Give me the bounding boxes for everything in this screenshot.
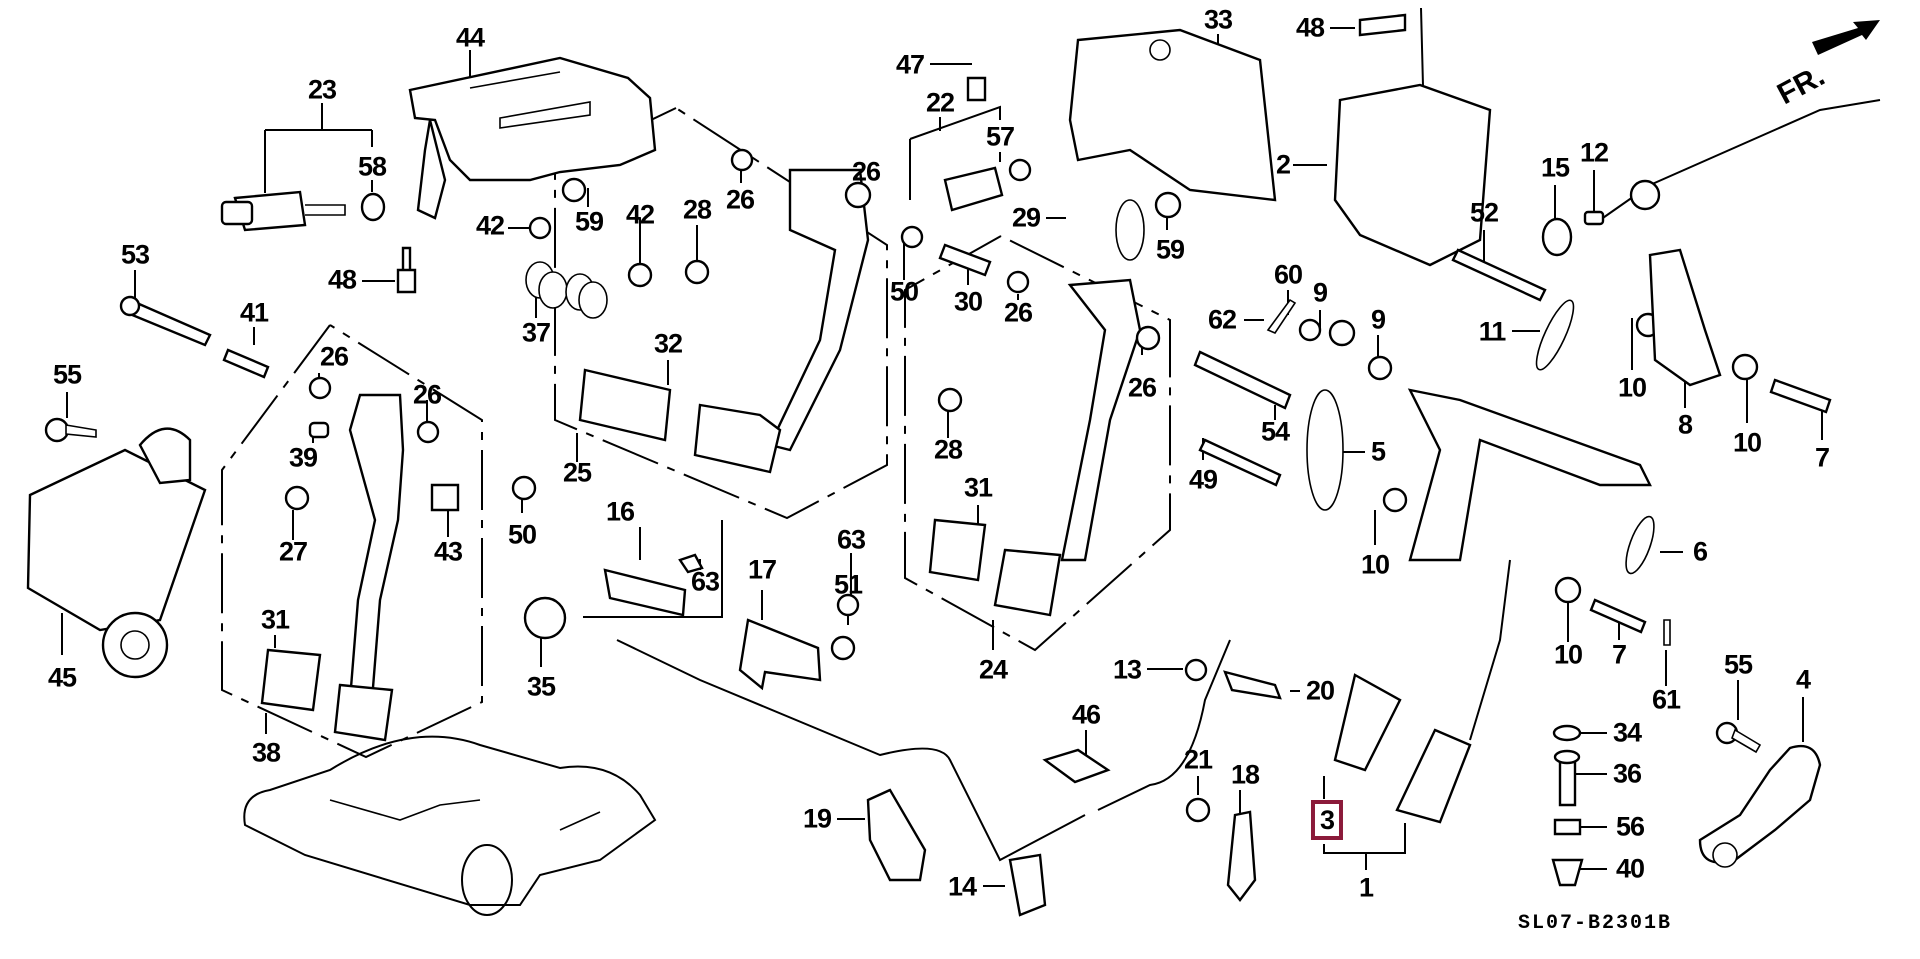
callout-11[interactable]: 11 bbox=[1478, 316, 1507, 347]
callout-33[interactable]: 33 bbox=[1203, 4, 1233, 35]
callout-10[interactable]: 10 bbox=[1732, 427, 1762, 458]
callout-45[interactable]: 45 bbox=[47, 662, 77, 693]
callout-32[interactable]: 32 bbox=[653, 328, 683, 359]
part-25-pedal bbox=[768, 168, 870, 452]
callout-50[interactable]: 50 bbox=[507, 519, 537, 550]
callout-16[interactable]: 16 bbox=[605, 496, 635, 527]
callout-10[interactable]: 10 bbox=[1553, 639, 1583, 670]
callout-3-highlighted[interactable]: 3 bbox=[1310, 800, 1344, 840]
callout-53[interactable]: 53 bbox=[120, 239, 150, 270]
callout-40[interactable]: 40 bbox=[1615, 853, 1645, 884]
callout-49[interactable]: 49 bbox=[1188, 464, 1218, 495]
callout-26[interactable]: 26 bbox=[1127, 372, 1157, 403]
part-drawings bbox=[26, 13, 1881, 917]
part-1-throttle-arm bbox=[1407, 388, 1652, 562]
callout-26[interactable]: 26 bbox=[412, 379, 442, 410]
part-2-bracket bbox=[1333, 83, 1492, 267]
callout-22[interactable]: 22 bbox=[925, 87, 955, 118]
callout-48[interactable]: 48 bbox=[327, 264, 357, 295]
callout-8[interactable]: 8 bbox=[1677, 409, 1693, 440]
callout-25[interactable]: 25 bbox=[562, 457, 592, 488]
callout-27[interactable]: 27 bbox=[278, 536, 308, 567]
part-24-pedal bbox=[1060, 278, 1142, 562]
callout-7[interactable]: 7 bbox=[1611, 639, 1627, 670]
callout-28[interactable]: 28 bbox=[682, 194, 712, 225]
callout-43[interactable]: 43 bbox=[433, 536, 463, 567]
callout-50[interactable]: 50 bbox=[889, 276, 919, 307]
callout-30[interactable]: 30 bbox=[953, 286, 983, 317]
front-direction-arrow-icon bbox=[1812, 20, 1880, 55]
callout-46[interactable]: 46 bbox=[1071, 699, 1101, 730]
callout-29[interactable]: 29 bbox=[1011, 202, 1041, 233]
callout-36[interactable]: 36 bbox=[1612, 758, 1642, 789]
callout-7[interactable]: 7 bbox=[1814, 442, 1830, 473]
callout-26[interactable]: 26 bbox=[1003, 297, 1033, 328]
callout-59[interactable]: 59 bbox=[574, 206, 604, 237]
callout-58[interactable]: 58 bbox=[357, 151, 387, 182]
callout-10[interactable]: 10 bbox=[1617, 372, 1647, 403]
callout-28[interactable]: 28 bbox=[933, 434, 963, 465]
callout-21[interactable]: 21 bbox=[1183, 744, 1213, 775]
callout-51[interactable]: 51 bbox=[833, 569, 863, 600]
callout-15[interactable]: 15 bbox=[1540, 152, 1570, 183]
callout-10[interactable]: 10 bbox=[1360, 549, 1390, 580]
callout-57[interactable]: 57 bbox=[985, 121, 1015, 152]
callout-19[interactable]: 19 bbox=[802, 803, 832, 834]
vehicle-outline bbox=[243, 735, 657, 906]
callout-31[interactable]: 31 bbox=[260, 604, 290, 635]
part-33-bracket bbox=[1068, 28, 1277, 202]
callout-52[interactable]: 52 bbox=[1469, 197, 1499, 228]
callout-2[interactable]: 2 bbox=[1275, 149, 1291, 180]
callout-55[interactable]: 55 bbox=[1723, 649, 1753, 680]
callout-9[interactable]: 9 bbox=[1312, 277, 1328, 308]
callout-1[interactable]: 1 bbox=[1358, 872, 1374, 903]
callout-13[interactable]: 13 bbox=[1112, 654, 1142, 685]
callout-9[interactable]: 9 bbox=[1370, 304, 1386, 335]
callout-26[interactable]: 26 bbox=[725, 184, 755, 215]
callout-34[interactable]: 34 bbox=[1612, 717, 1642, 748]
diagram-code: SL07-B2301B bbox=[1518, 912, 1673, 935]
callout-17[interactable]: 17 bbox=[747, 554, 777, 585]
callout-26[interactable]: 26 bbox=[319, 341, 349, 372]
callout-42[interactable]: 42 bbox=[625, 199, 655, 230]
callout-60[interactable]: 60 bbox=[1273, 259, 1303, 290]
callout-62[interactable]: 62 bbox=[1207, 304, 1237, 335]
callout-48[interactable]: 48 bbox=[1295, 12, 1325, 43]
callout-61[interactable]: 61 bbox=[1651, 684, 1681, 715]
callout-39[interactable]: 39 bbox=[288, 442, 318, 473]
callout-55[interactable]: 55 bbox=[52, 359, 82, 390]
callout-37[interactable]: 37 bbox=[521, 317, 551, 348]
callout-20[interactable]: 20 bbox=[1305, 675, 1335, 706]
callout-31[interactable]: 31 bbox=[963, 472, 993, 503]
callout-59[interactable]: 59 bbox=[1155, 234, 1185, 265]
callout-26[interactable]: 26 bbox=[851, 156, 881, 187]
part-45-shield bbox=[26, 448, 207, 632]
callout-42[interactable]: 42 bbox=[475, 210, 505, 241]
callout-54[interactable]: 54 bbox=[1260, 416, 1290, 447]
callout-56[interactable]: 56 bbox=[1615, 811, 1645, 842]
callout-6[interactable]: 6 bbox=[1692, 536, 1708, 567]
callout-14[interactable]: 14 bbox=[947, 871, 977, 902]
callout-4[interactable]: 4 bbox=[1795, 664, 1811, 695]
callout-18[interactable]: 18 bbox=[1230, 759, 1260, 790]
callout-5[interactable]: 5 bbox=[1370, 436, 1386, 467]
callout-47[interactable]: 47 bbox=[895, 49, 925, 80]
callout-23[interactable]: 23 bbox=[307, 74, 337, 105]
callout-63[interactable]: 63 bbox=[836, 524, 866, 555]
callout-44[interactable]: 44 bbox=[455, 22, 485, 53]
callout-63[interactable]: 63 bbox=[690, 566, 720, 597]
callout-12[interactable]: 12 bbox=[1579, 137, 1609, 168]
callout-24[interactable]: 24 bbox=[978, 654, 1008, 685]
callout-41[interactable]: 41 bbox=[239, 297, 269, 328]
callout-38[interactable]: 38 bbox=[251, 737, 281, 768]
part-38-pedal bbox=[348, 393, 405, 702]
callout-35[interactable]: 35 bbox=[526, 671, 556, 702]
part-3-pedal-pad bbox=[1333, 673, 1402, 772]
